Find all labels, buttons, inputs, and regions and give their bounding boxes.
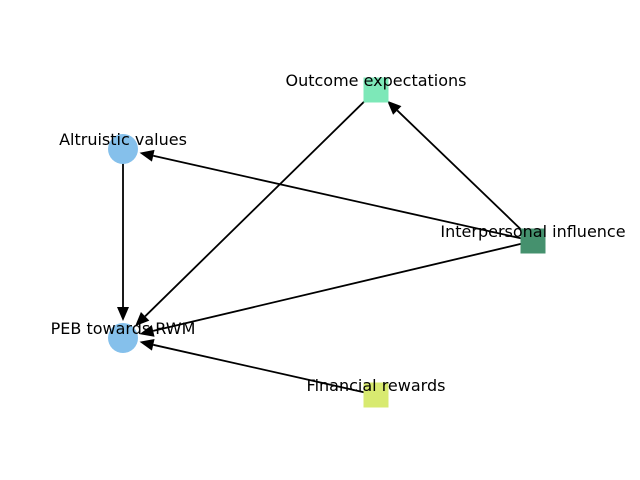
edge-outcome-to-peb <box>144 92 374 317</box>
edge-interpersonal-to-altruistic <box>153 154 530 242</box>
node-label-altruistic: Altruistic values <box>59 130 187 149</box>
arrowhead-outcome-to-peb <box>135 312 150 327</box>
arrowhead-altruistic-to-peb <box>117 307 129 321</box>
node-label-peb: PEB towards RWM <box>51 319 196 338</box>
arrowhead-interpersonal-to-outcome <box>387 100 402 115</box>
edge-interpersonal-to-peb <box>152 241 530 332</box>
arrowhead-interpersonal-to-altruistic <box>139 149 155 162</box>
edge-financial-to-peb <box>153 343 373 395</box>
nodes-layer <box>108 77 546 408</box>
node-altruistic <box>108 134 138 164</box>
node-label-interpersonal: Interpersonal influence <box>440 222 625 241</box>
node-interpersonal <box>520 228 546 254</box>
edge-interpersonal-to-outcome <box>396 109 531 239</box>
node-outcome <box>363 77 389 103</box>
edges-layer <box>117 92 531 395</box>
node-label-outcome: Outcome expectations <box>286 71 467 90</box>
arrowhead-interpersonal-to-peb <box>139 325 155 337</box>
arrowhead-financial-to-peb <box>139 338 155 351</box>
node-label-financial: Financial rewards <box>307 376 446 395</box>
node-peb <box>108 323 138 353</box>
node-financial <box>363 382 389 408</box>
